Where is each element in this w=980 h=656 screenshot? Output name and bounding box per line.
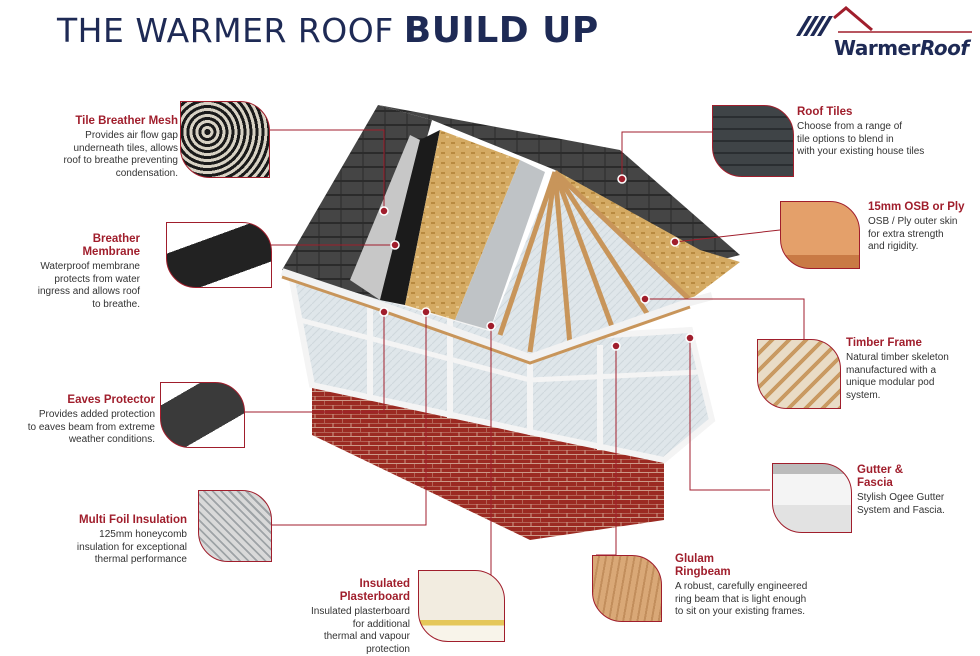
multi-foil-title: Multi Foil Insulation <box>79 514 187 526</box>
ringbeam-thumb <box>592 555 662 622</box>
roof-tiles-desc: Choose from a range of tile options to b… <box>797 121 925 157</box>
tile-breather-mesh-thumb <box>180 101 270 178</box>
plasterboard-desc: Insulated plasterboard for additional th… <box>311 606 410 655</box>
foil-layer <box>455 160 545 330</box>
plasterboard-title: Insulated Plasterboard <box>339 578 410 603</box>
label-multi-foil: Multi Foil Insulation 125mm honeycomb in… <box>77 514 187 567</box>
ringbeam-title: Glulam Ringbeam <box>675 553 731 578</box>
eaves-protector-thumb <box>160 382 245 448</box>
ringbeam-desc: A robust, carefully engineered ring beam… <box>675 581 808 617</box>
side-glazing <box>527 326 716 464</box>
logo-text-b: Roof <box>919 36 969 60</box>
fascia <box>280 268 714 363</box>
osb-desc: OSB / Ply outer skin for extra strength … <box>868 216 958 252</box>
ringbeam <box>281 275 691 365</box>
label-osb: 15mm OSB or Ply OSB / Ply outer skin for… <box>868 201 965 254</box>
gutter-fascia-title: Gutter & Fascia <box>857 464 903 489</box>
warmer-roof-logo <box>796 6 972 36</box>
logo-text-a: Warmer <box>834 36 920 60</box>
timber-rafters <box>497 170 692 353</box>
timber-frame-thumb <box>757 339 841 409</box>
roof-tiles-title: Roof Tiles <box>797 106 853 118</box>
gutter-fascia-thumb <box>772 463 852 533</box>
title-light: THE WARMER ROOF <box>57 11 394 50</box>
label-timber-frame: Timber Frame Natural timber skeleton man… <box>846 337 949 402</box>
tile-breather-mesh-title: Tile Breather Mesh <box>75 115 178 127</box>
label-ringbeam: Glulam Ringbeam A robust, carefully engi… <box>675 553 807 619</box>
plasterboard-thumb <box>418 570 505 642</box>
osb-right <box>555 170 740 300</box>
timber-frame-desc: Natural timber skeleton manufactured wit… <box>846 352 949 401</box>
breather-membrane-thumb <box>166 222 272 288</box>
label-tile-breather-mesh: Tile Breather Mesh Provides air flow gap… <box>63 115 178 180</box>
tile-breather-mesh-desc: Provides air flow gap underneath tiles, … <box>63 130 178 179</box>
label-gutter-fascia: Gutter & Fascia Stylish Ogee Gutter Syst… <box>857 464 945 517</box>
eaves-protector-desc: Provides added protection to eaves beam … <box>27 409 155 445</box>
timber-frame-title: Timber Frame <box>846 337 922 349</box>
membrane-layer <box>380 130 440 305</box>
gutter-fascia-desc: Stylish Ogee Gutter System and Fascia. <box>857 492 945 516</box>
logo-text: WarmerRoof <box>834 36 969 60</box>
eaves-protector-title: Eaves Protector <box>67 394 155 406</box>
label-eaves-protector: Eaves Protector Provides added protectio… <box>28 394 155 447</box>
multi-foil-thumb <box>198 490 272 562</box>
breather-membrane-title: Breather Membrane <box>82 233 140 258</box>
title-bold: BUILD UP <box>403 10 599 51</box>
osb-layer <box>405 130 520 320</box>
osb-title: 15mm OSB or Ply <box>868 201 965 213</box>
mesh-layer <box>350 135 420 300</box>
breather-membrane-desc: Waterproof membrane protects from water … <box>37 261 140 310</box>
brick-base <box>312 385 664 540</box>
roof-tiles-left <box>282 105 432 300</box>
osb-thumb <box>780 201 860 269</box>
multi-foil-desc: 125mm honeycomb insulation for exception… <box>76 529 187 565</box>
label-breather-membrane: Breather Membrane Waterproof membrane pr… <box>38 233 140 311</box>
roof-tiles-thumb <box>712 105 794 177</box>
label-roof-tiles: Roof Tiles Choose from a range of tile o… <box>797 106 924 159</box>
label-plasterboard: Insulated Plasterboard Insulated plaster… <box>311 578 410 656</box>
